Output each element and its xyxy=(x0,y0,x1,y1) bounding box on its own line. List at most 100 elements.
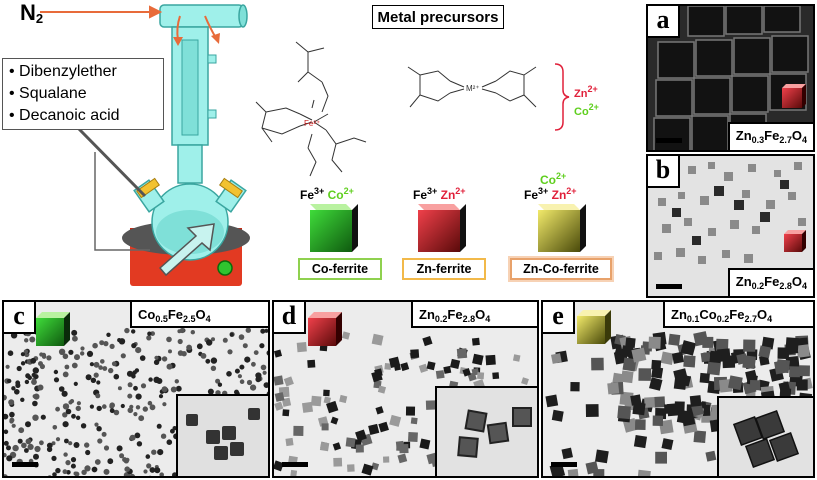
nanocube xyxy=(728,375,743,391)
nanoparticle xyxy=(170,428,175,434)
nanoparticle xyxy=(143,469,148,474)
nanocube xyxy=(749,380,761,391)
nanoparticle xyxy=(71,362,78,369)
nanoparticle xyxy=(260,364,267,371)
nanoparticle xyxy=(133,412,138,417)
nanocube xyxy=(591,357,604,371)
scale-bar-d xyxy=(282,462,308,467)
nanoparticle xyxy=(46,355,52,361)
nanoparticle xyxy=(101,431,107,437)
ferrite-cubes xyxy=(310,204,586,252)
nanocube xyxy=(323,396,332,404)
nanocube xyxy=(674,401,685,412)
nanoparticle xyxy=(263,382,268,388)
nanoparticle xyxy=(107,458,114,465)
nanoparticle xyxy=(30,357,37,364)
nanoparticle xyxy=(27,375,32,380)
nanoparticle xyxy=(160,433,167,439)
nanocube xyxy=(661,438,674,451)
inset-c xyxy=(176,394,268,476)
nanocube xyxy=(274,375,284,386)
nanocube xyxy=(410,349,420,359)
solvent-item: • Decanoic acid xyxy=(9,107,120,124)
nanoparticle xyxy=(7,378,12,384)
nanocube xyxy=(758,345,772,359)
nanoparticle xyxy=(145,454,151,459)
nanoparticle xyxy=(62,403,70,410)
formula-a: Zn0.3Fe2.7O4 xyxy=(727,122,813,150)
nanoparticle xyxy=(80,351,85,356)
nanocube xyxy=(595,449,609,464)
nanocube xyxy=(633,434,648,449)
nanoparticle xyxy=(260,328,266,334)
stir-arrow xyxy=(158,223,215,277)
nanoparticle xyxy=(58,386,65,392)
nanocube xyxy=(671,351,685,364)
nanocube xyxy=(384,362,392,370)
scale-bar-c xyxy=(12,462,38,467)
nanocube xyxy=(355,444,364,453)
synthesis-setup xyxy=(40,4,250,286)
nanoparticle xyxy=(139,355,146,361)
nanocube xyxy=(274,392,285,402)
nanoparticle xyxy=(92,342,98,349)
nanocube xyxy=(607,382,620,395)
nanoparticle xyxy=(96,380,101,385)
nanoparticle xyxy=(136,441,143,447)
nanoparticle xyxy=(96,405,102,412)
co-ferrite-ions: Fe3+ Co2+ xyxy=(300,186,354,202)
nanoparticle xyxy=(175,385,182,392)
nanoparticle xyxy=(53,369,59,375)
nanoparticle xyxy=(15,380,21,386)
nanoparticle xyxy=(255,376,261,383)
nanocube xyxy=(585,461,599,475)
nanocube xyxy=(296,342,307,353)
nanoparticle xyxy=(146,335,152,341)
nanocube xyxy=(443,365,452,374)
nanocube xyxy=(705,450,717,462)
nanoparticle xyxy=(4,429,9,435)
nanocube xyxy=(492,372,500,380)
heater-indicator xyxy=(217,260,233,276)
nanoparticle xyxy=(135,393,142,400)
nanocube xyxy=(326,400,339,414)
nanocube xyxy=(323,389,330,397)
zn-co-ferrite-top-ion: Co2+ xyxy=(540,171,567,187)
nanoparticle xyxy=(132,370,137,375)
nanoparticle xyxy=(9,419,14,424)
tem-panel-e: e Zn0.1Co0.2Fe2.7O4 xyxy=(541,300,815,478)
nanocube xyxy=(341,331,351,340)
nanocube xyxy=(585,404,599,418)
nanocube xyxy=(631,347,647,363)
nanocube xyxy=(638,368,652,381)
nanoparticle xyxy=(153,376,160,383)
nanoparticle xyxy=(51,455,57,461)
nanoparticle xyxy=(103,341,109,347)
nanoparticle xyxy=(226,371,232,377)
nanocube xyxy=(678,374,692,387)
nanoparticle xyxy=(162,402,167,407)
nanoparticle xyxy=(70,463,76,469)
nanocube xyxy=(472,353,484,366)
nanoparticle xyxy=(237,374,242,379)
nanocube xyxy=(567,468,579,476)
tem-panel-c: c Co0.5Fe2.5O4 xyxy=(2,300,270,478)
nanoparticle xyxy=(148,377,153,382)
nanocube xyxy=(422,335,433,347)
fe-acac-structure: Fe³⁺ xyxy=(255,41,367,177)
nanoparticle xyxy=(151,449,157,455)
nanocube xyxy=(743,339,756,352)
nanoparticle xyxy=(72,335,78,342)
nanoparticle xyxy=(89,362,94,367)
nanoparticle xyxy=(109,402,115,408)
nanoparticle xyxy=(234,368,240,374)
nanoparticle xyxy=(210,357,218,364)
nanocube xyxy=(371,462,380,471)
nanoparticle xyxy=(119,453,125,459)
nanocube xyxy=(462,368,472,377)
nanoparticle xyxy=(179,327,185,334)
nanoparticle xyxy=(98,365,103,370)
nanocube xyxy=(410,417,418,425)
nanoparticle xyxy=(11,386,16,391)
nanocube xyxy=(693,331,709,347)
